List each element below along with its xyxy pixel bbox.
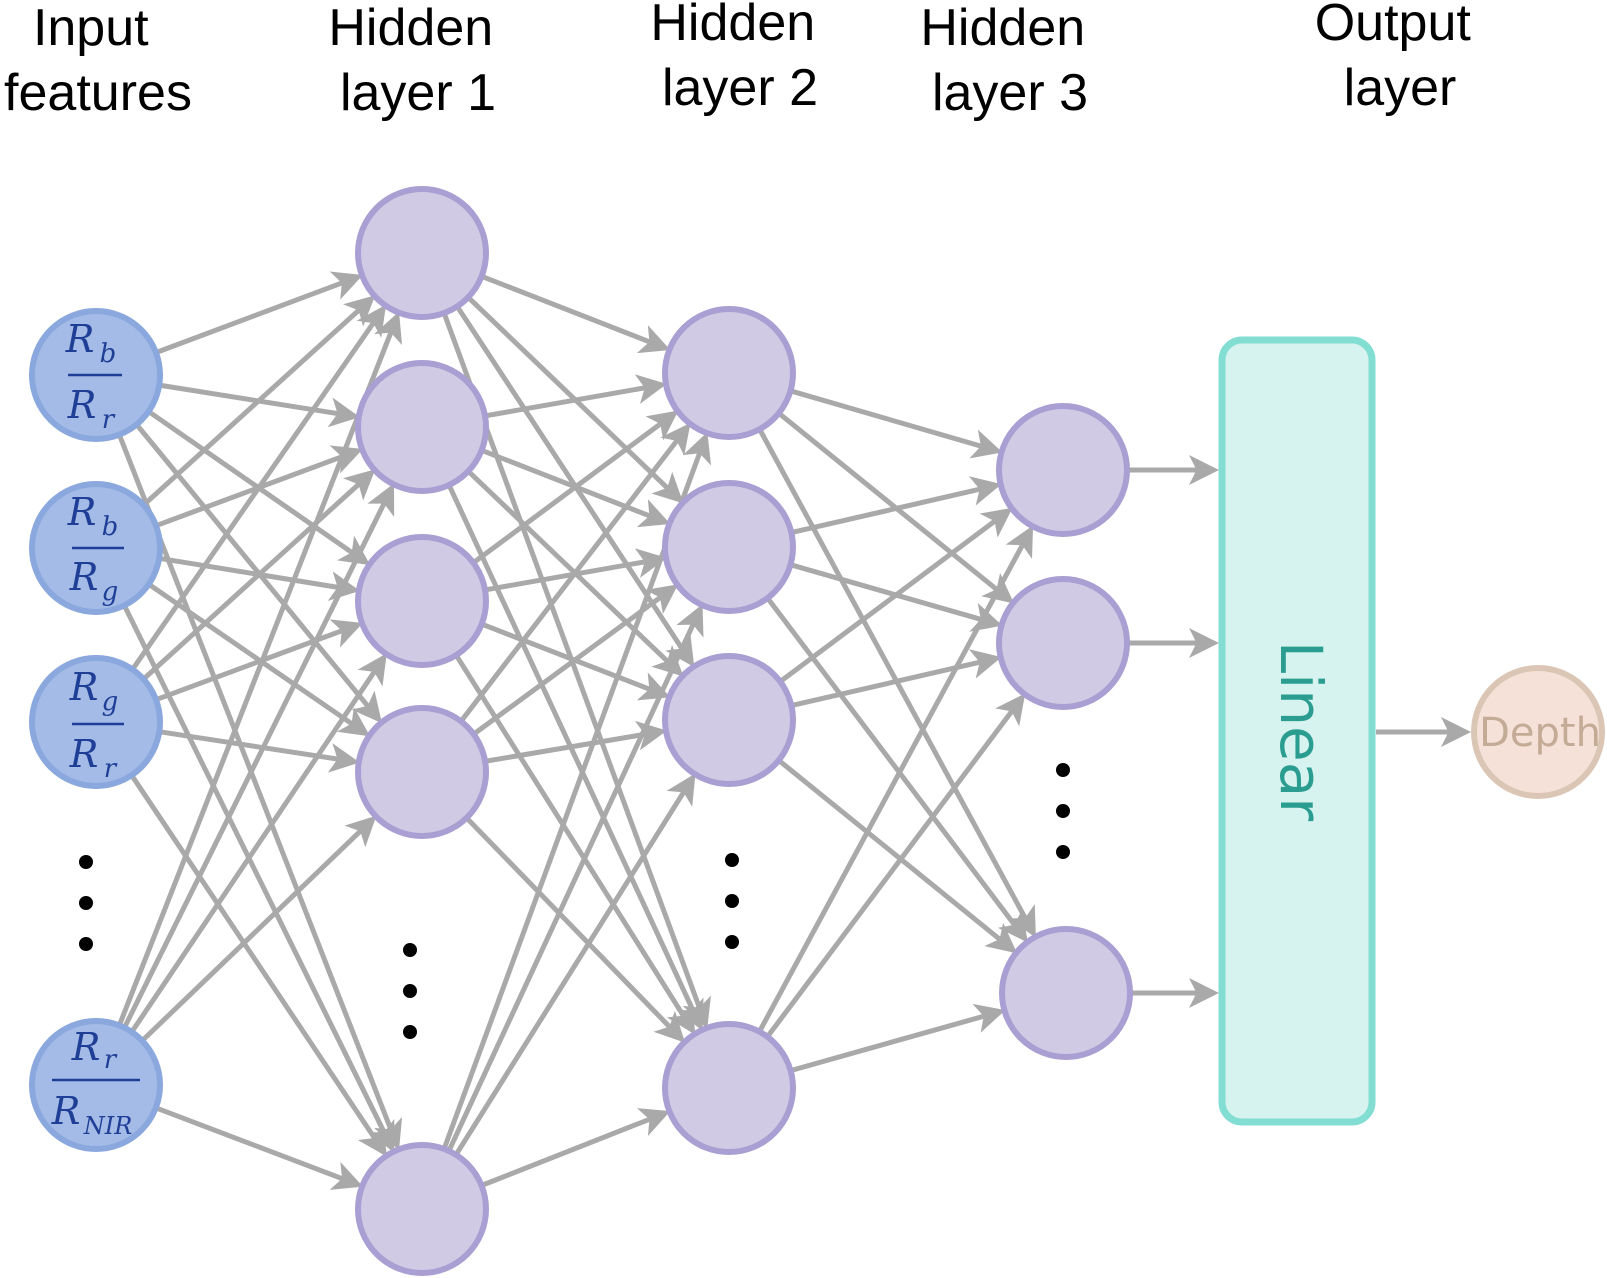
hidden-layer-2-title-line-1: Hidden xyxy=(650,0,815,52)
hidden-1-node xyxy=(355,705,489,839)
input-layer: R b R r R b R g R g R r R xyxy=(29,308,163,1152)
hidden-2-node xyxy=(662,653,796,787)
hidden-3-node xyxy=(996,403,1130,537)
numerator-symbol: R xyxy=(71,1025,101,1069)
hidden-layer-2-title: Hidden layer 2 xyxy=(650,0,829,117)
input-node-rb-rg: R b R g xyxy=(29,481,163,615)
hidden-2-ellipsis xyxy=(725,853,739,949)
linear-output-block: Linear xyxy=(1218,336,1376,1126)
input-to-hidden-1-edge xyxy=(122,483,395,1029)
hidden-2-to-hidden-3-edge xyxy=(789,388,1003,459)
hidden-layer-1-title-line-1: Hidden xyxy=(328,0,493,57)
hidden-3-ellipsis xyxy=(1056,763,1070,859)
hidden-2-to-hidden-3-edge xyxy=(757,525,1034,1033)
input-to-hidden-1-edge xyxy=(147,582,371,737)
numerator-symbol: R xyxy=(69,665,99,709)
hidden-1-to-hidden-2-edge xyxy=(484,374,667,419)
hidden-1-to-hidden-2-edge xyxy=(464,816,686,1043)
input-to-hidden-1-edge xyxy=(158,729,360,773)
hidden-3-node xyxy=(996,576,1130,710)
input-to-hidden-1-edge xyxy=(129,773,387,1157)
hidden-1-to-hidden-2-edge xyxy=(471,410,679,565)
hidden-1-to-hidden-2-edge xyxy=(453,773,696,1157)
numerator-subscript: b xyxy=(102,512,119,542)
hidden-1-ellipsis xyxy=(403,943,417,1039)
numerator-subscript: b xyxy=(100,339,117,369)
input-title-line-1: Input xyxy=(33,0,149,57)
input-to-hidden-1-edge xyxy=(141,295,376,507)
hidden-2-to-hidden-3-edge xyxy=(789,1003,1006,1074)
hidden-2-to-hidden-3-edge xyxy=(765,596,1029,943)
input-to-hidden-1-edge xyxy=(140,815,377,1043)
hidden-1-to-hidden-2-edge xyxy=(484,720,667,764)
hidden-1-to-hidden-2-edge xyxy=(480,1108,671,1188)
input-to-hidden-1-edge xyxy=(129,653,387,1034)
hidden-layer-2 xyxy=(662,306,796,1155)
denominator-subscript: r xyxy=(104,754,118,784)
hidden-2-to-hidden-3-edge xyxy=(765,693,1026,1039)
denominator-symbol: R xyxy=(69,732,99,776)
numerator-subscript: g xyxy=(102,687,119,717)
hidden-2-to-hidden-3-edge xyxy=(790,649,1002,709)
hidden-1-to-hidden-2-edge xyxy=(459,422,691,723)
input-to-hidden-1-edge xyxy=(155,619,363,703)
depth-output-node: Depth xyxy=(1471,665,1605,799)
input-ellipsis xyxy=(79,855,93,951)
denominator-subscript: r xyxy=(102,405,116,435)
hidden-1-node xyxy=(355,534,489,668)
input-title-line-2: features xyxy=(4,64,192,122)
input-title: Input features xyxy=(4,0,192,122)
hidden-1-to-hidden-2-edge xyxy=(446,483,704,1031)
denominator-symbol: R xyxy=(69,555,99,599)
denominator-symbol: R xyxy=(51,1089,81,1133)
input-to-hidden-1-edge xyxy=(155,271,363,355)
output-layer-title-line-1: Output xyxy=(1315,0,1472,52)
output-layer-title: Output layer xyxy=(1315,0,1486,117)
hidden-2-to-hidden-3-edge xyxy=(777,758,1018,954)
hidden-1-to-hidden-2-edge xyxy=(480,273,671,354)
input-to-hidden-1-edge xyxy=(116,433,403,1151)
linear-label: Linear xyxy=(1267,641,1335,821)
hidden-layer-1 xyxy=(355,186,489,1276)
hidden-layer-3-title: Hidden layer 3 xyxy=(920,0,1099,122)
hidden-layer-3-title-line-2: layer 3 xyxy=(932,64,1088,122)
hidden-layer-1-title-line-2: layer 1 xyxy=(340,64,496,122)
numerator-subscript: r xyxy=(104,1045,118,1075)
hidden-layer-2-title-line-2: layer 2 xyxy=(662,59,818,117)
hidden-1-to-hidden-2-edge xyxy=(446,604,704,1152)
hidden-2-to-hidden-3-edge xyxy=(790,476,1002,536)
hidden-layer-1-title: Hidden layer 1 xyxy=(328,0,507,122)
input-node-rb-rr: R b R r xyxy=(29,308,163,442)
layer-titles: Input features Hidden layer 1 Hidden lay… xyxy=(4,0,1486,122)
denominator-subscript: NIR xyxy=(83,1112,133,1140)
input-to-hidden-1-edge xyxy=(116,311,403,1027)
hidden-1-node xyxy=(355,360,489,494)
input-to-hidden-1-edge xyxy=(141,469,376,681)
hidden-2-node xyxy=(662,480,796,614)
numerator-symbol: R xyxy=(67,490,97,534)
hidden-layer-3 xyxy=(996,403,1133,1060)
hidden-layer-3-title-line-1: Hidden xyxy=(920,0,1085,57)
numerator-symbol: R xyxy=(65,317,95,361)
depth-label: Depth xyxy=(1479,710,1601,756)
denominator-subscript: g xyxy=(102,577,119,607)
hidden-1-to-hidden-2-edge xyxy=(441,432,712,1150)
hidden-2-node xyxy=(662,306,796,440)
hidden-2-to-hidden-3-edge xyxy=(778,507,1013,684)
input-node-rg-rr: R g R r xyxy=(29,655,163,789)
denominator-symbol: R xyxy=(67,383,97,427)
hidden-2-node xyxy=(662,1021,796,1155)
input-to-hidden-1-edge xyxy=(154,1105,364,1190)
hidden-3-node xyxy=(999,926,1133,1060)
input-node-rr-rnir: R r R NIR xyxy=(29,1018,163,1152)
output-layer-title-line-2: layer xyxy=(1344,59,1457,117)
hidden-1-node xyxy=(355,1142,489,1276)
input-to-hidden-1-edge xyxy=(130,304,387,671)
hidden-1-node xyxy=(355,186,489,320)
connections xyxy=(116,271,1471,1190)
